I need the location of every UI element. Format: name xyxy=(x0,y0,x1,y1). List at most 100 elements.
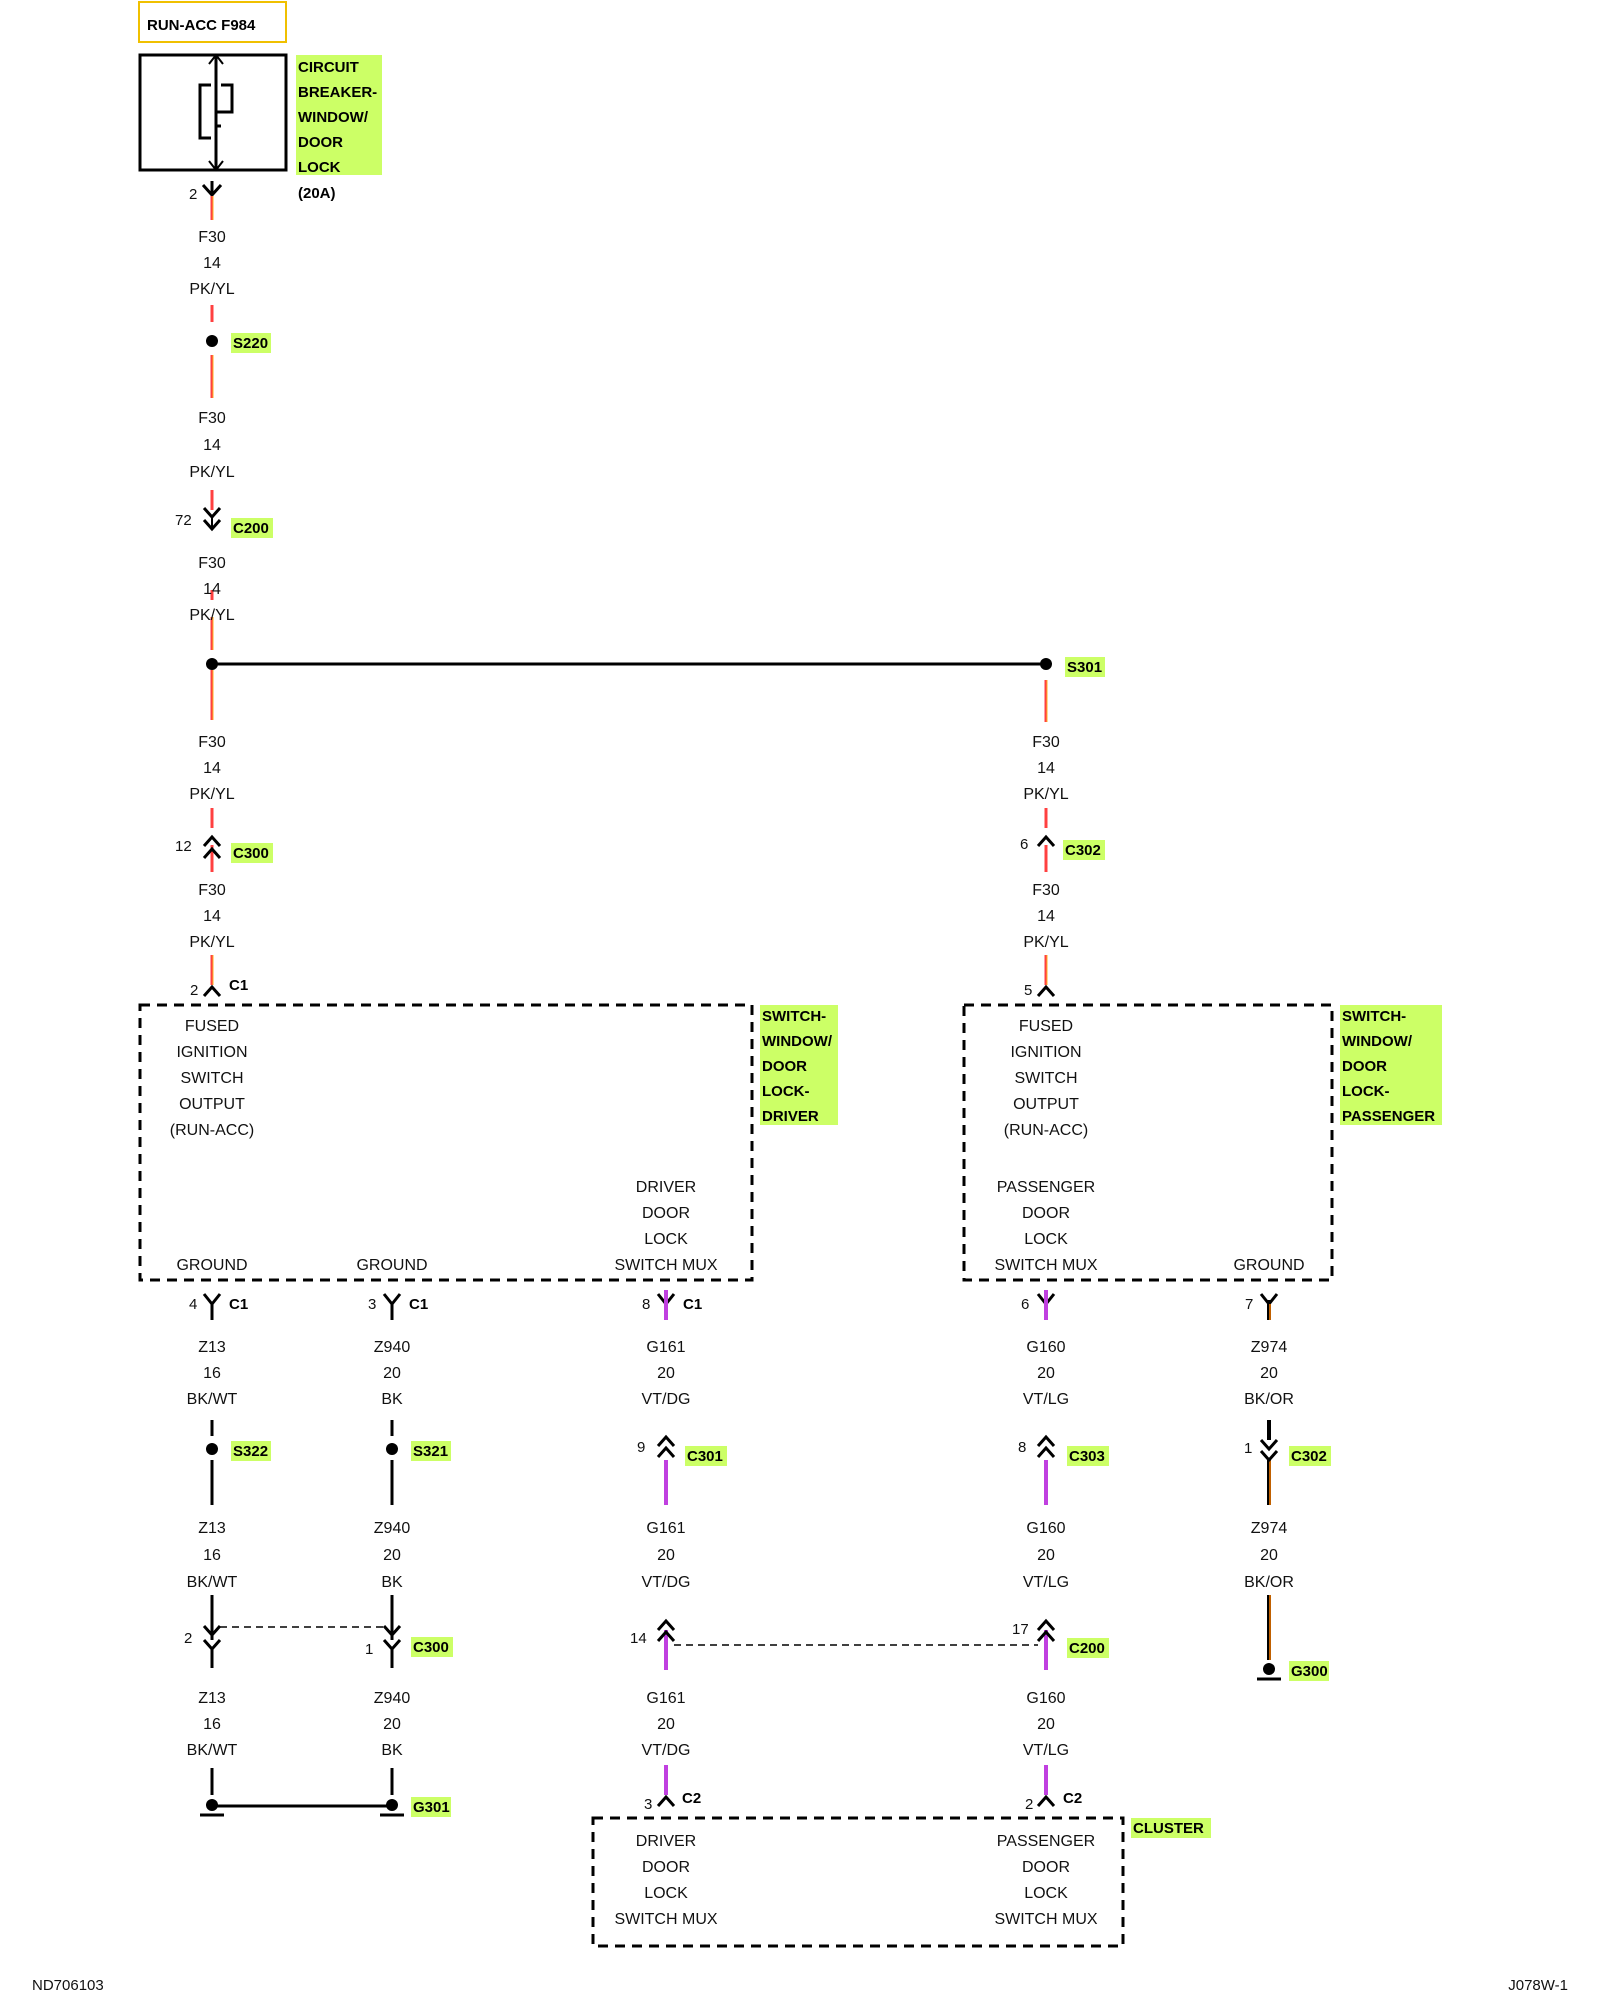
ground-g301 xyxy=(200,1799,404,1817)
wire-label-z974-1: Z974 20 BK/OR xyxy=(1244,1339,1294,1408)
svg-text:PK/YL: PK/YL xyxy=(189,464,234,481)
connector-c302-b-label: C302 xyxy=(1291,1448,1327,1465)
driver-switch-name: SWITCH- WINDOW/ DOOR LOCK- DRIVER xyxy=(762,1008,833,1125)
svg-text:F30: F30 xyxy=(1032,882,1060,899)
driver-ground-2: GROUND xyxy=(356,1257,427,1274)
pin-6: 6 xyxy=(1020,836,1028,853)
wire-label-z974-2: Z974 20 BK/OR xyxy=(1244,1520,1294,1591)
svg-text:VT/LG: VT/LG xyxy=(1023,1391,1069,1408)
connector-c302-a-label: C302 xyxy=(1065,842,1101,859)
passenger-ground: GROUND xyxy=(1233,1257,1304,1274)
svg-text:FUSED: FUSED xyxy=(1019,1018,1073,1035)
footer-right: J078W-1 xyxy=(1508,1977,1568,1994)
svg-text:16: 16 xyxy=(203,1365,221,1382)
svg-text:14: 14 xyxy=(203,255,221,272)
svg-text:FUSED: FUSED xyxy=(185,1018,239,1035)
wire-label-f30-7: F30 14 PK/YL xyxy=(1023,882,1068,951)
splice-s322 xyxy=(206,1443,218,1455)
svg-text:20: 20 xyxy=(1260,1547,1278,1564)
pin-9: 9 xyxy=(637,1439,645,1456)
svg-text:DOOR: DOOR xyxy=(298,134,343,151)
wire-f30-left xyxy=(210,196,214,985)
connector-c1-c-label: C1 xyxy=(409,1296,428,1313)
wire-label-f30-6: F30 14 PK/YL xyxy=(1023,734,1068,803)
connector-c302-a xyxy=(1036,834,1056,847)
connector-c2-a xyxy=(656,1794,676,1807)
splice-s321 xyxy=(386,1443,398,1455)
svg-text:20: 20 xyxy=(657,1716,675,1733)
svg-text:SWITCH-: SWITCH- xyxy=(1342,1008,1406,1025)
connector-c300-b-left xyxy=(202,1625,222,1668)
pin-14: 14 xyxy=(630,1630,647,1647)
svg-text:DOOR: DOOR xyxy=(762,1058,807,1075)
svg-text:VT/DG: VT/DG xyxy=(642,1574,691,1591)
pin-1-c302: 1 xyxy=(1244,1440,1252,1457)
svg-text:20: 20 xyxy=(1260,1365,1278,1382)
svg-text:WINDOW/: WINDOW/ xyxy=(1342,1033,1413,1050)
connector-pin-5 xyxy=(1036,984,1056,997)
svg-text:OUTPUT: OUTPUT xyxy=(179,1096,245,1113)
cluster-passenger-mux: PASSENGER DOOR LOCK SWITCH MUX xyxy=(994,1833,1097,1928)
svg-text:(RUN-ACC): (RUN-ACC) xyxy=(170,1122,254,1139)
svg-text:DOOR: DOOR xyxy=(1342,1058,1387,1075)
driver-ground-1: GROUND xyxy=(176,1257,247,1274)
connector-c200-a-label: C200 xyxy=(233,520,269,537)
cluster-name: CLUSTER xyxy=(1133,1820,1204,1837)
splice-s301-label: S301 xyxy=(1067,659,1102,676)
circuit-breaker-symbol xyxy=(198,83,234,140)
svg-text:16: 16 xyxy=(203,1547,221,1564)
pin-8-c303: 8 xyxy=(1018,1439,1026,1456)
connector-c1-b-label: C1 xyxy=(229,1296,248,1313)
footer-left: ND706103 xyxy=(32,1977,104,1994)
wire-label-z13-1: Z13 16 BK/WT xyxy=(187,1339,238,1408)
svg-text:VT/LG: VT/LG xyxy=(1023,1574,1069,1591)
pin-4: 4 xyxy=(189,1296,197,1313)
breaker-bottom-arrow xyxy=(208,160,224,172)
pin-12: 12 xyxy=(175,838,192,855)
svg-text:DRIVER: DRIVER xyxy=(636,1179,696,1196)
breaker-name: CIRCUIT BREAKER- WINDOW/ DOOR LOCK xyxy=(298,59,377,176)
svg-text:DOOR: DOOR xyxy=(1022,1205,1070,1222)
cluster-box xyxy=(591,1816,1125,1948)
connector-c1-a xyxy=(202,984,222,997)
svg-text:PK/YL: PK/YL xyxy=(1023,786,1068,803)
svg-text:BREAKER-: BREAKER- xyxy=(298,84,377,101)
wire-label-f30-4: F30 14 PK/YL xyxy=(189,734,234,803)
svg-text:G160: G160 xyxy=(1026,1520,1065,1537)
svg-text:Z13: Z13 xyxy=(198,1339,226,1356)
wire-label-f30-2: F30 14 PK/YL xyxy=(189,410,234,481)
breaker-top-arrow xyxy=(208,53,224,65)
connector-c1-a-label: C1 xyxy=(229,977,248,994)
wire-label-z13-2: Z13 16 BK/WT xyxy=(187,1520,238,1591)
svg-text:F30: F30 xyxy=(198,229,226,246)
svg-text:20: 20 xyxy=(1037,1716,1055,1733)
svg-text:20: 20 xyxy=(383,1365,401,1382)
fuse-label-box xyxy=(138,1,287,43)
svg-text:PK/YL: PK/YL xyxy=(189,607,234,624)
pin-5: 5 xyxy=(1024,982,1032,999)
svg-text:WINDOW/: WINDOW/ xyxy=(762,1033,833,1050)
svg-text:DOOR: DOOR xyxy=(642,1859,690,1876)
pin-6-b: 6 xyxy=(1021,1296,1029,1313)
passenger-mux-label: PASSENGER DOOR LOCK SWITCH MUX xyxy=(994,1179,1097,1274)
svg-text:LOCK: LOCK xyxy=(644,1231,688,1248)
svg-text:SWITCH: SWITCH xyxy=(1014,1070,1077,1087)
splice-s301 xyxy=(1040,658,1052,670)
svg-text:20: 20 xyxy=(383,1547,401,1564)
svg-text:G161: G161 xyxy=(646,1339,685,1356)
wire-z974 xyxy=(1259,1293,1279,1660)
connector-c2-b-label: C2 xyxy=(1063,1790,1082,1807)
connector-c200-b-label: C200 xyxy=(1069,1640,1105,1657)
svg-text:16: 16 xyxy=(203,1716,221,1733)
wire-label-z13-3: Z13 16 BK/WT xyxy=(187,1690,238,1759)
wire-label-g160-1: G160 20 VT/LG xyxy=(1023,1339,1069,1408)
connector-c200-a xyxy=(202,507,222,532)
passenger-switch-name: SWITCH- WINDOW/ DOOR LOCK- PASSENGER xyxy=(1342,1008,1435,1125)
connector-c303 xyxy=(1036,1434,1056,1458)
svg-text:20: 20 xyxy=(1037,1365,1055,1382)
connector-c301-label: C301 xyxy=(687,1448,723,1465)
svg-text:BK/WT: BK/WT xyxy=(187,1574,238,1591)
wire-label-f30-5: F30 14 PK/YL xyxy=(189,882,234,951)
svg-text:14: 14 xyxy=(203,908,221,925)
